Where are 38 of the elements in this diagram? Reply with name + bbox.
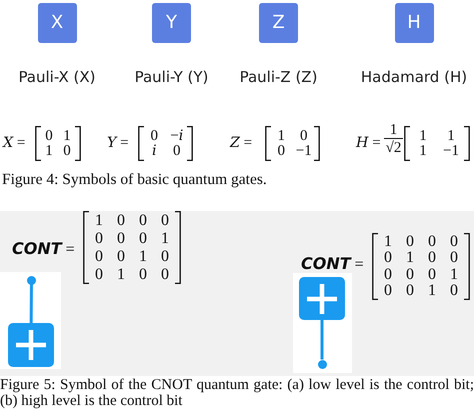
gate-symbol: X <box>38 3 76 43</box>
matrix-row-text: 1 0 0 0 <box>94 212 170 230</box>
matrix-row-text: 0 1 0 0 <box>94 266 170 284</box>
fraction-numerator: 1 <box>384 122 403 139</box>
matrix-row-text: 1 0 0 0 <box>383 234 459 250</box>
equation-label: X = <box>3 134 26 152</box>
gate-name: Hadamard (H) <box>360 68 468 86</box>
gate-name: Pauli-Y (Y) <box>134 68 208 86</box>
matrix-row-text: i 0 <box>150 144 182 158</box>
matrix-row-text: 0 −i <box>150 128 184 144</box>
matrix-row-text: 1 0 <box>44 144 72 158</box>
equation-label: CONT = <box>12 240 75 259</box>
equation-label: Z = <box>230 134 252 152</box>
gate-name: Pauli-X (X) <box>18 68 96 86</box>
matrix-row-text: 0 1 <box>44 128 72 144</box>
matrix-row-text: 0 1 0 0 <box>383 250 459 266</box>
target-box <box>8 323 54 367</box>
matrix-row-text: 1 −1 <box>418 144 460 158</box>
gate-symbol: Y <box>152 3 191 43</box>
connector-line <box>320 320 324 360</box>
matrix-row-text: 0 0 0 1 <box>94 230 170 248</box>
gate-symbol: H <box>394 3 434 43</box>
matrix-row-text: 0 0 1 0 <box>383 283 459 300</box>
gate-name: Pauli-Z (Z) <box>240 68 318 86</box>
matrix-row-text: 0 −1 <box>276 144 313 158</box>
matrix-row-text: 0 0 0 1 <box>383 266 459 283</box>
figure-caption: Figure 4: Symbols of basic quantum gates. <box>2 171 267 188</box>
fraction-denominator: √2 <box>384 140 402 157</box>
matrix-row-text: 0 0 1 0 <box>94 248 170 266</box>
connector-line <box>30 284 33 324</box>
target-box <box>299 277 345 320</box>
equation-label: H = <box>356 134 381 152</box>
equation-label: CONT = <box>301 255 364 274</box>
gate-symbol: Z <box>259 3 298 43</box>
equation-label: Y = <box>107 134 129 152</box>
matrix-row-text: 1 0 <box>276 128 308 144</box>
matrix-row-text: 1 1 <box>418 128 456 144</box>
figure-caption: Figure 5: Symbol of the CNOT quantum gate: (a) low level is the control bit; (b) high level is the control bit <box>0 377 474 409</box>
